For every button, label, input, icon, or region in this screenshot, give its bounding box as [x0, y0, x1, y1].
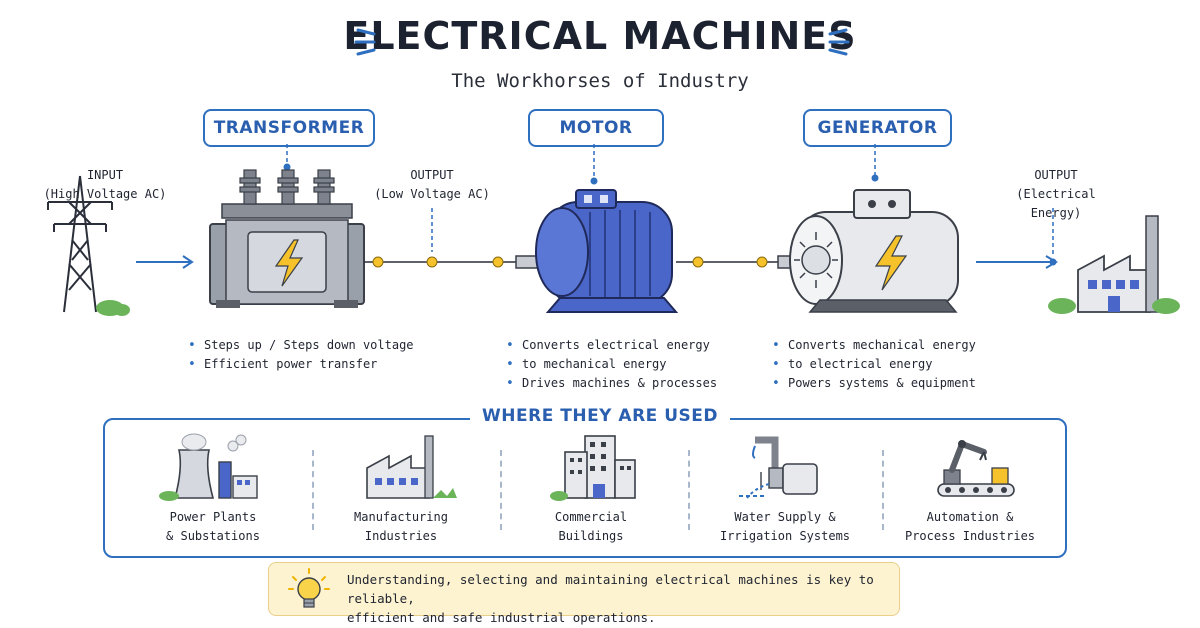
list-item: to electrical energy — [770, 355, 1000, 374]
buildings-icon — [550, 435, 636, 501]
generator-icon — [777, 189, 959, 313]
page-title: ELECTRICAL MACHINES — [343, 14, 857, 58]
divider — [312, 450, 314, 530]
list-item: Steps up / Steps down voltage — [186, 336, 416, 355]
use-water-supply: Water Supply & Irrigation Systems — [700, 428, 870, 548]
title-left-dash-icon — [354, 28, 376, 56]
lightbulb-icon — [288, 568, 330, 608]
use-automation: Automation & Process Industries — [885, 428, 1055, 548]
list-item: to mechanical energy — [504, 355, 734, 374]
motor-bullets: Converts electrical energy to mechanical… — [504, 336, 734, 393]
divider — [500, 450, 502, 530]
title-right-dash-icon — [828, 28, 850, 56]
output-end-label: OUTPUT (Electrical Energy) — [1016, 168, 1096, 220]
list-item: Drives machines & processes — [504, 374, 734, 393]
use-commercial: Commercial Buildings — [506, 428, 676, 548]
uses-title: WHERE THEY ARE USED — [470, 406, 730, 426]
transformer-bullets: Steps up / Steps down voltage Efficient … — [186, 336, 416, 374]
motor-label: MOTOR — [528, 109, 664, 147]
transformer-label: TRANSFORMER — [203, 109, 375, 147]
key-note: Understanding, selecting and maintaining… — [268, 562, 900, 625]
list-item: Powers systems & equipment — [770, 374, 1000, 393]
generator-bullets: Converts mechanical energy to electrical… — [770, 336, 1000, 393]
transmission-tower-icon — [47, 175, 113, 313]
output-mid-label: OUTPUT (Low Voltage AC) — [374, 168, 490, 201]
use-power-plants: Power Plants & Substations — [128, 428, 298, 548]
generator-label: GENERATOR — [803, 109, 952, 147]
page-subtitle: The Workhorses of Industry — [451, 70, 749, 92]
use-manufacturing: Manufacturing Industries — [316, 428, 486, 548]
divider — [882, 450, 884, 530]
robot-arm-icon — [937, 440, 1015, 497]
divider — [688, 450, 690, 530]
list-item: Converts mechanical energy — [770, 336, 1000, 355]
list-item: Efficient power transfer — [186, 355, 416, 374]
machine-flow-diagram — [47, 144, 1180, 316]
power-plant-icon — [159, 433, 258, 501]
list-item: Converts electrical energy — [504, 336, 734, 355]
factory-icon — [366, 435, 457, 499]
factory-output-icon — [1077, 215, 1159, 313]
input-label: INPUT (High Voltage AC) — [43, 168, 167, 201]
motor-icon — [515, 189, 679, 313]
water-pump-icon — [739, 436, 818, 499]
transformer-icon — [209, 169, 365, 308]
